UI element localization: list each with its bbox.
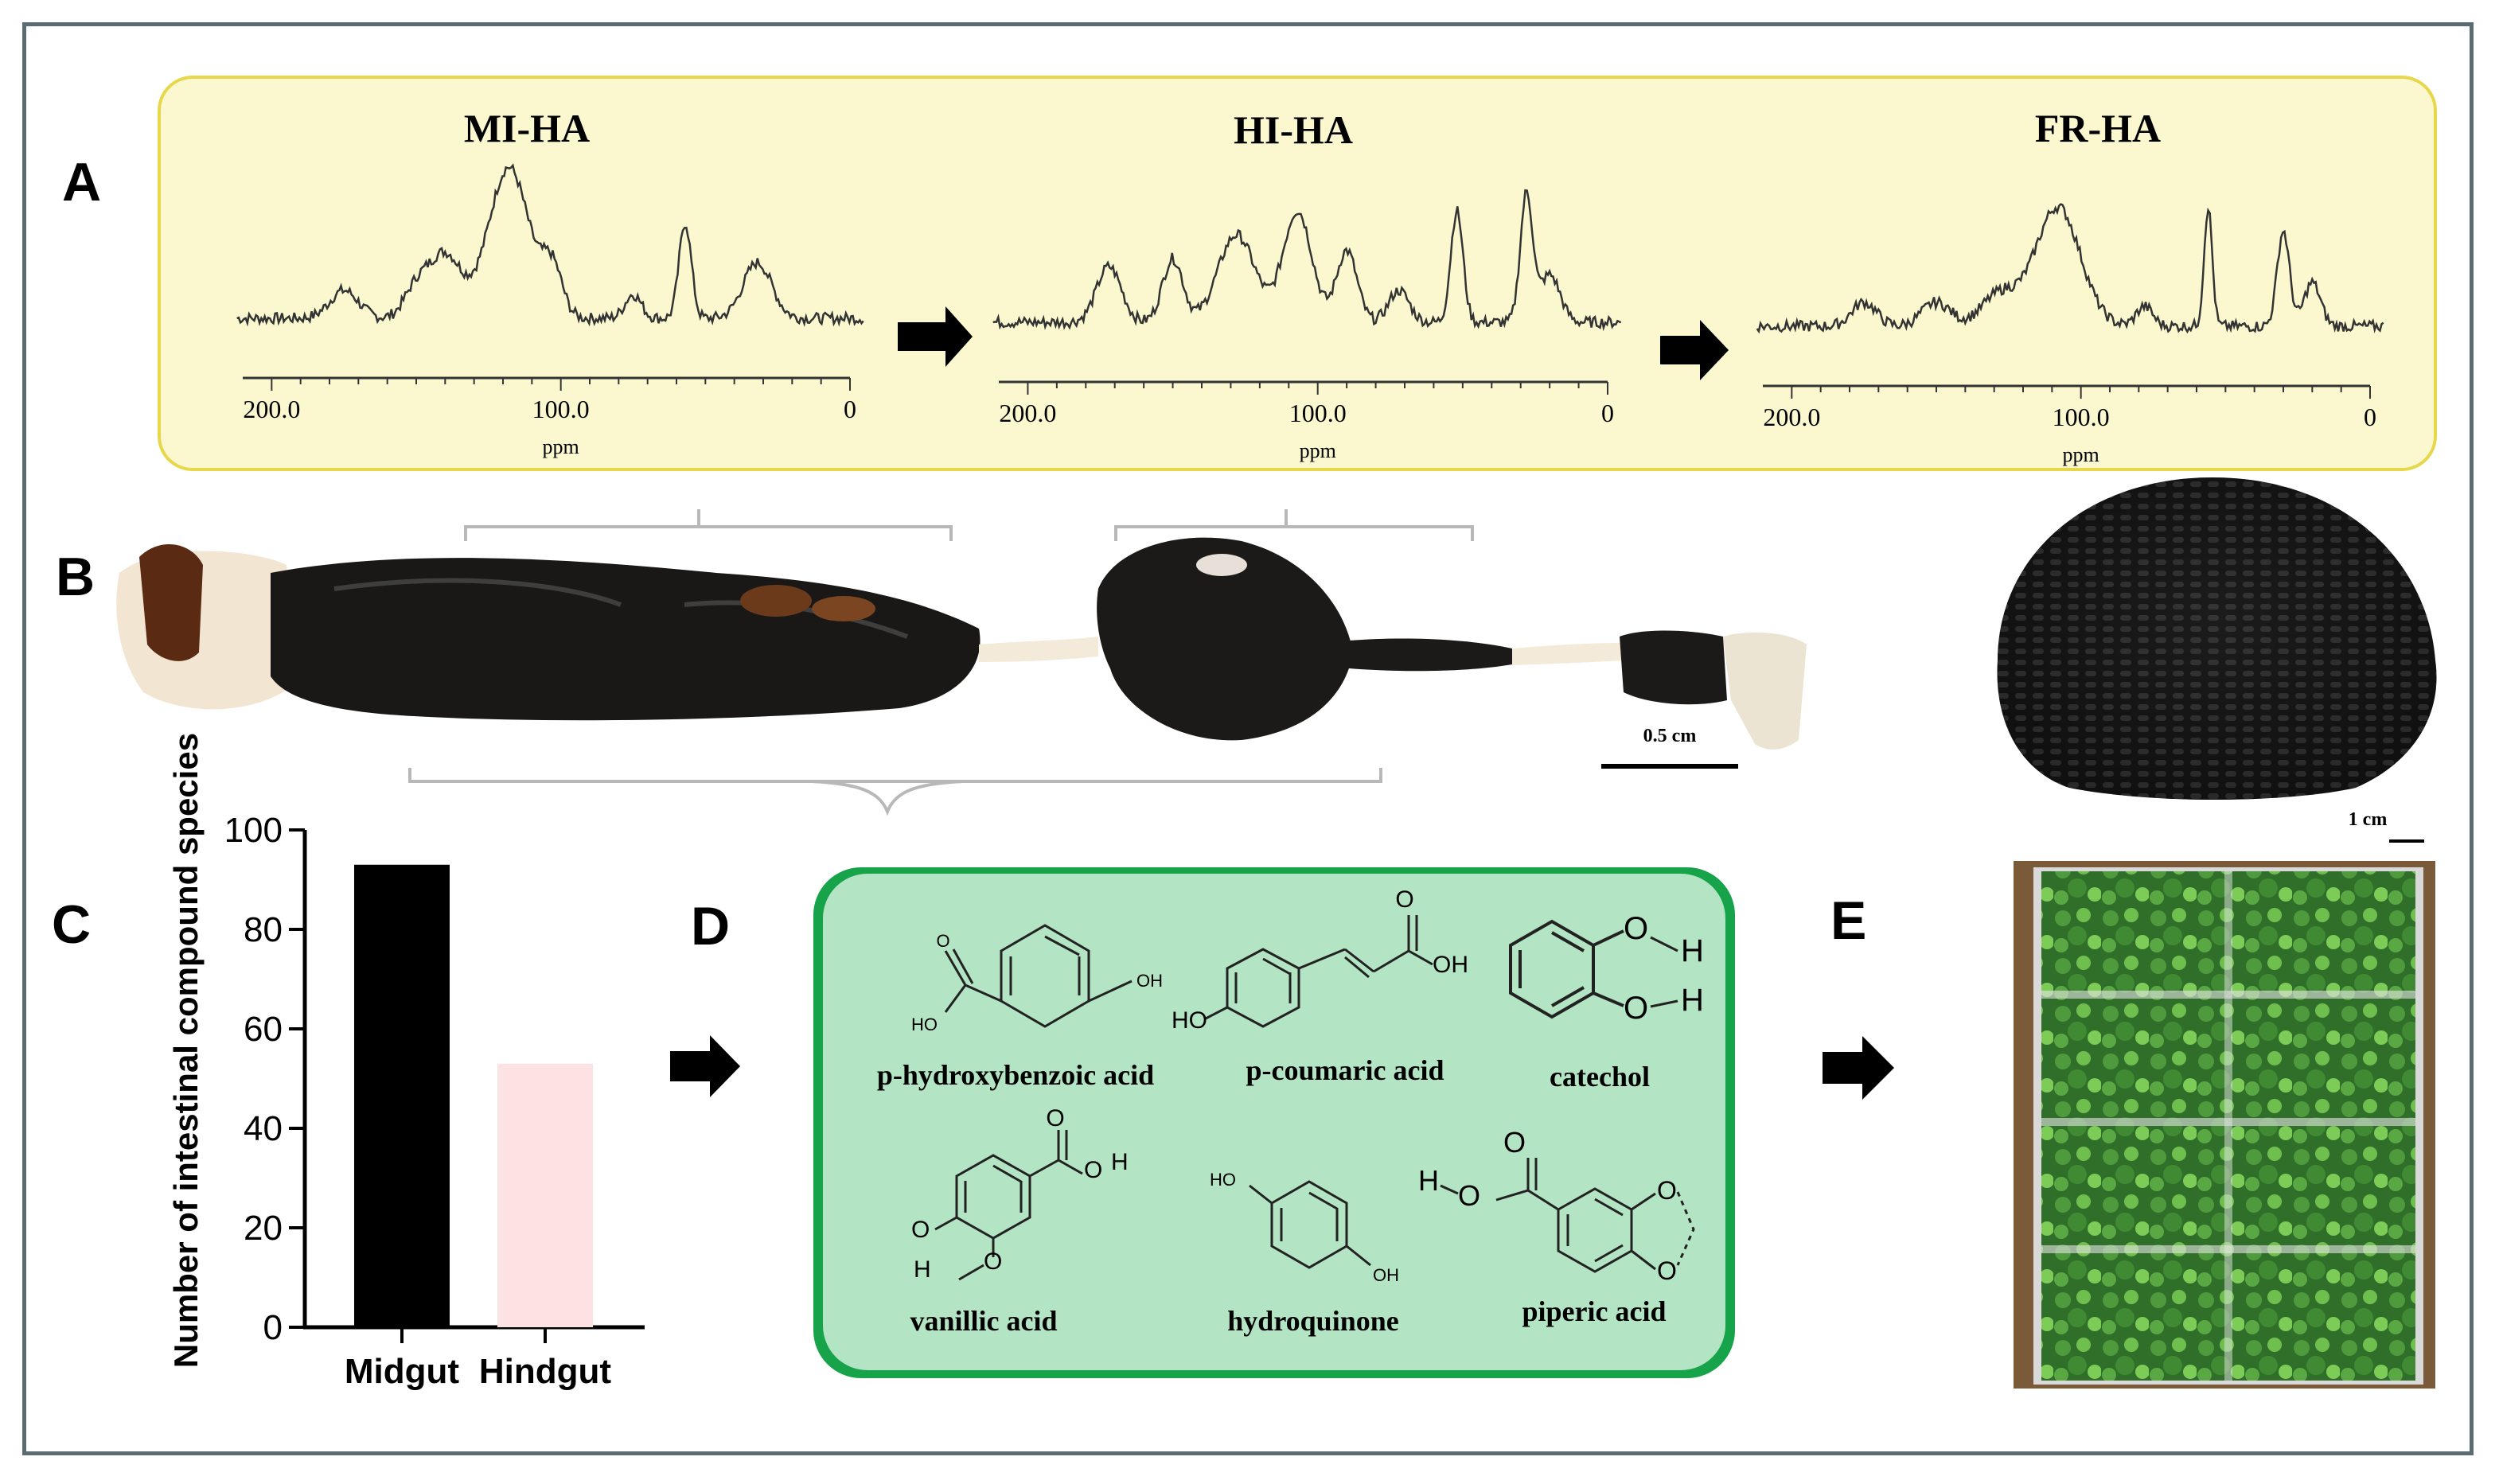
y-axis-label: Number of intestinal compound species [167, 733, 205, 1368]
spectrum-title: MI-HA [464, 106, 590, 150]
compound-box [823, 874, 1725, 1370]
hindgut-bracket [1114, 509, 1474, 541]
arrow-icon [670, 1035, 740, 1097]
atom-label: OH [1373, 1265, 1399, 1285]
atom-label: H [1418, 1164, 1439, 1197]
plant-photo [2014, 861, 2435, 1389]
atom-label: O [1395, 886, 1413, 913]
atom-label: O [1657, 1256, 1677, 1285]
structure-catechol [1509, 919, 1624, 1019]
pellet-scale-label: 1 cm [2349, 809, 2388, 830]
structure-piperic-acid [1495, 1158, 1695, 1273]
panel-label-c: C [52, 894, 91, 955]
compound-name: catechol [1550, 1061, 1650, 1093]
structure-vanillic-acid [934, 1130, 1083, 1281]
gut-photo [116, 537, 1807, 750]
nmr-panel-background [158, 76, 2437, 471]
spectrum-trace [236, 163, 864, 327]
panel-label-d: D [691, 896, 730, 956]
arrow-icon [1823, 1036, 1894, 1100]
spectrum-axis-unit: ppm [543, 435, 579, 458]
arrow-icon [1660, 320, 1729, 380]
atom-label: O [1084, 1157, 1102, 1183]
atom-label: H [1681, 983, 1704, 1018]
panel-label-e: E [1830, 890, 1866, 951]
compound-name: p-coumaric acid [1246, 1054, 1444, 1086]
spectrum-tick-label: 0 [1601, 399, 1614, 427]
pellet-photo [1997, 477, 2437, 800]
atom-label: HO [911, 1015, 938, 1034]
structure-p-hydroxybenzoic-acid [944, 924, 1133, 1028]
spectrum-axis-unit: ppm [1300, 439, 1336, 462]
y-tick-label: 100 [224, 811, 283, 850]
panel-label-a: A [62, 152, 101, 212]
atom-label: H [914, 1256, 931, 1283]
atom-label: O [1624, 991, 1648, 1026]
y-tick-label: 0 [263, 1308, 283, 1347]
atom-label: OH [1433, 952, 1468, 978]
spectrum-axis-unit: ppm [2063, 443, 2099, 466]
y-tick-label: 40 [244, 1109, 283, 1148]
spectrum-tick-label: 200.0 [243, 395, 300, 423]
gut-scale-label: 0.5 cm [1643, 726, 1697, 746]
atom-label: O [1624, 911, 1648, 946]
compound-name: hydroquinone [1227, 1305, 1398, 1337]
bar-midgut [354, 864, 450, 1327]
y-tick-label: 20 [244, 1209, 283, 1248]
spectrum-title: FR-HA [2035, 106, 2161, 150]
spectrum-tick-label: 0 [2364, 403, 2376, 431]
atom-label: OH [1136, 971, 1163, 991]
atom-label: HO [1172, 1007, 1207, 1034]
atom-label: O [1046, 1105, 1064, 1132]
atom-label: O [936, 931, 949, 951]
atom-label: O [1458, 1179, 1480, 1212]
spectrum-tick-label: 200.0 [1763, 403, 1820, 431]
y-tick-label: 60 [244, 1010, 283, 1049]
spectrum-title: HI-HA [1234, 107, 1353, 152]
spectrum-tick-label: 100.0 [2053, 403, 2110, 431]
atom-label: O [911, 1217, 930, 1243]
x-tick-label: Midgut [345, 1352, 460, 1391]
spectrum-trace [1756, 203, 2384, 334]
atom-label: O [984, 1248, 1002, 1275]
spectrum-tick-label: 100.0 [532, 395, 590, 423]
bar-hindgut [497, 1063, 593, 1327]
atom-label: H [1681, 933, 1704, 968]
structure-p-coumaric-acid [1205, 915, 1433, 1028]
atom-label: O [1503, 1126, 1526, 1159]
y-tick-label: 80 [244, 910, 283, 949]
spectrum-tick-label: 100.0 [1289, 399, 1347, 427]
atom-label: H [1111, 1149, 1129, 1175]
arrow-icon [898, 306, 973, 367]
panel-label-b: B [56, 547, 95, 607]
spectrum-trace [992, 189, 1622, 332]
atom-label: O [1657, 1176, 1677, 1205]
compound-name: p-hydroxybenzoic acid [877, 1059, 1154, 1091]
atom-label: HO [1210, 1170, 1236, 1190]
spectrum-tick-label: 200.0 [999, 399, 1056, 427]
compound-name: vanillic acid [910, 1305, 1057, 1337]
spectrum-tick-label: 0 [844, 395, 856, 423]
structure-hydroquinone [1249, 1180, 1371, 1269]
x-tick-label: Hindgut [479, 1352, 612, 1391]
midgut-bracket [464, 509, 953, 541]
nmr-spectra: MI-HA 200.0 100.0 0 ppm HI-HA 200.0 100.0 0 ppm FR… [236, 106, 2384, 466]
bar-chart: Number of intestinal compound species 0 2… [167, 733, 645, 1391]
gut-bracket [408, 768, 1382, 816]
compound-name: piperic acid [1522, 1295, 1667, 1327]
